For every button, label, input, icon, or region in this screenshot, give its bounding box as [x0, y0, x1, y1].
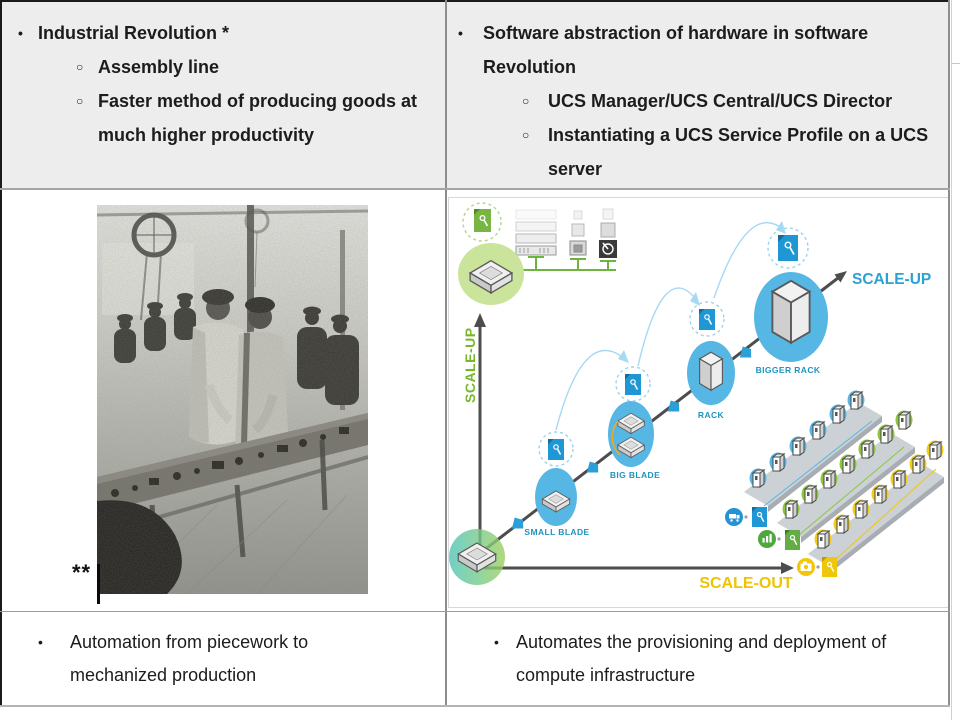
big-blade-node: [608, 401, 654, 467]
bullet-icon: •: [38, 634, 43, 650]
circle-bullet-icon: ○: [522, 94, 530, 108]
right-header-item: Instantiating a UCS Service Profile on a…: [548, 125, 929, 179]
legend-blue-workload: [725, 507, 767, 527]
bullet-icon: •: [18, 25, 23, 41]
yellow-server-row: [814, 440, 944, 549]
blue-server-row: [749, 390, 865, 488]
big-blade-label: BIG BLADE: [610, 470, 660, 480]
cell-software-abstraction: • Software abstraction of hardware in so…: [458, 16, 946, 186]
table-column-divider: [445, 0, 447, 707]
cluster-links: [763, 420, 937, 561]
cell-automation-footer: • Automation from piecework to mechanize…: [38, 626, 358, 692]
bigger-rack-label: BIGGER RACK: [756, 365, 821, 375]
right-header-item: UCS Manager/UCS Central/UCS Director: [548, 91, 893, 111]
image-row-border: [0, 611, 950, 612]
rack-label: RACK: [698, 410, 725, 420]
text-cursor: [97, 564, 100, 604]
circle-bullet-icon: ○: [76, 60, 84, 74]
bullet-icon: •: [494, 634, 499, 650]
cluster-slabs: [744, 402, 944, 573]
ucs-scaling-diagram[interactable]: SCALE-UP SCALE-UP SCALE-OUT SMALL BLADE …: [448, 197, 950, 609]
scale-up-arrow-label: SCALE-UP: [852, 271, 931, 288]
circle-bullet-icon: ○: [522, 128, 530, 142]
pool-connector-lines: [510, 256, 616, 271]
left-header-item: Assembly line: [98, 57, 220, 77]
step-arrow-icon: [511, 346, 752, 529]
footer-row-border: [0, 705, 950, 707]
bigger-rack-node: [754, 272, 828, 362]
service-profile-icon-green: [474, 209, 491, 232]
assembly-line-photo[interactable]: [97, 205, 368, 594]
scrollbar-thumb-edge: [952, 63, 960, 64]
scale-up-axis-label: SCALE-UP: [462, 327, 478, 403]
right-header-title: Software abstraction of hardware in soft…: [483, 23, 869, 77]
small-blade-label: SMALL BLADE: [524, 527, 589, 537]
circle-bullet-icon: ○: [76, 94, 84, 108]
profile-migration-arcs: [555, 221, 785, 431]
rack-node: [687, 341, 735, 405]
legend-green-workload: [758, 530, 800, 550]
left-footer-text: Automation from piecework to mechanized …: [70, 632, 309, 685]
legend-yellow-workload: [797, 557, 837, 577]
green-server-row: [782, 410, 913, 519]
storage-pool-icon: [599, 208, 617, 258]
diagram-border: [448, 197, 950, 608]
scale-out-label: SCALE-OUT: [699, 575, 793, 592]
right-footer-text: Automates the provisioning and deploymen…: [516, 632, 887, 685]
cell-industrial-revolution: • Industrial Revolution * ○ Assembly lin…: [18, 16, 440, 152]
bullet-icon: •: [458, 25, 463, 41]
left-header-title: Industrial Revolution *: [38, 23, 230, 43]
server-pool-icon: [515, 209, 557, 256]
footnote-marker: **: [72, 560, 92, 585]
cpu-pool-icon: [569, 210, 587, 256]
service-profile-icon-blue: [538, 227, 809, 467]
header-row-border: [0, 188, 950, 190]
left-header-item: Faster method of producing goods at much…: [98, 91, 417, 145]
cell-automates-footer: • Automates the provisioning and deploym…: [494, 626, 918, 692]
table-top-border: [0, 0, 950, 2]
scrollbar[interactable]: [951, 0, 960, 720]
table-left-border: [0, 0, 2, 707]
table-right-border: [948, 0, 950, 707]
small-blade-node: [535, 468, 577, 526]
table-header-row-background: [0, 0, 949, 189]
